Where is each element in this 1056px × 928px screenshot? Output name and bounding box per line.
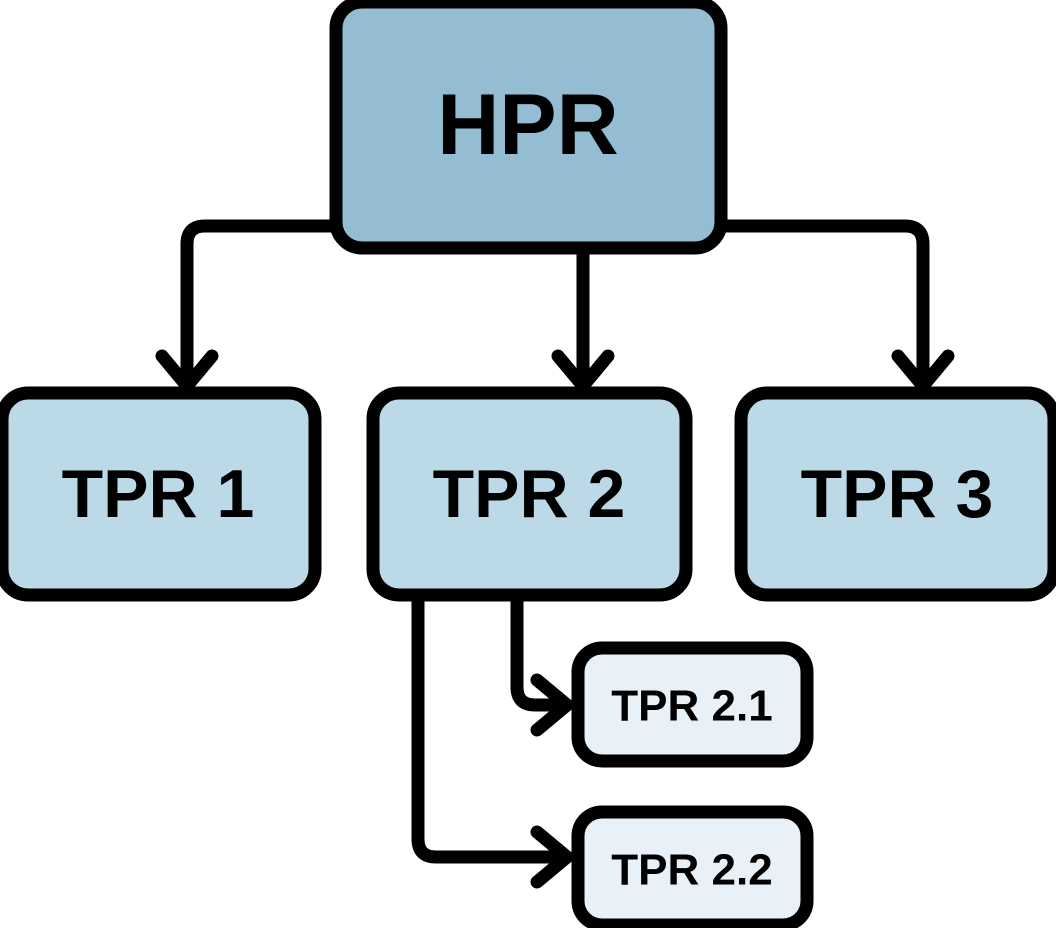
node-tpr22[interactable]: TPR 2.2 bbox=[571, 805, 814, 928]
edge-hpr-to-tpr3 bbox=[721, 219, 930, 380]
arrowhead-tpr21 bbox=[530, 673, 574, 737]
node-tpr21[interactable]: TPR 2.1 bbox=[571, 641, 814, 768]
arrowhead-tpr22 bbox=[530, 825, 574, 889]
node-tpr2-label: TPR 2 bbox=[433, 456, 626, 532]
node-tpr1-box[interactable] bbox=[0, 386, 322, 602]
edge-tpr2-to-tpr21 bbox=[510, 595, 560, 712]
node-hpr-box[interactable] bbox=[329, 0, 728, 255]
node-tpr22-box[interactable] bbox=[571, 805, 814, 928]
arrowhead-tpr1 bbox=[155, 349, 219, 393]
node-tpr2-box[interactable] bbox=[366, 386, 693, 602]
node-hpr-label: HPR bbox=[437, 77, 619, 173]
node-tpr21-box[interactable] bbox=[571, 641, 814, 768]
arrowhead-tpr3 bbox=[891, 349, 955, 393]
node-tpr21-label: TPR 2.1 bbox=[611, 682, 772, 731]
node-tpr1-label: TPR 1 bbox=[62, 456, 255, 532]
edge-hpr-to-tpr1 bbox=[180, 219, 336, 380]
connector-group bbox=[155, 219, 955, 889]
node-tpr2[interactable]: TPR 2 bbox=[366, 386, 693, 602]
node-hpr[interactable]: HPR bbox=[329, 0, 728, 255]
arrowhead-tpr2 bbox=[551, 349, 615, 393]
node-tpr3-box[interactable] bbox=[734, 386, 1056, 602]
edge-tpr2-to-tpr22 bbox=[411, 595, 560, 864]
node-tpr1[interactable]: TPR 1 bbox=[0, 386, 322, 602]
node-tpr3[interactable]: TPR 3 bbox=[734, 386, 1056, 602]
node-tpr22-label: TPR 2.2 bbox=[611, 846, 772, 895]
node-tpr3-label: TPR 3 bbox=[801, 456, 994, 532]
